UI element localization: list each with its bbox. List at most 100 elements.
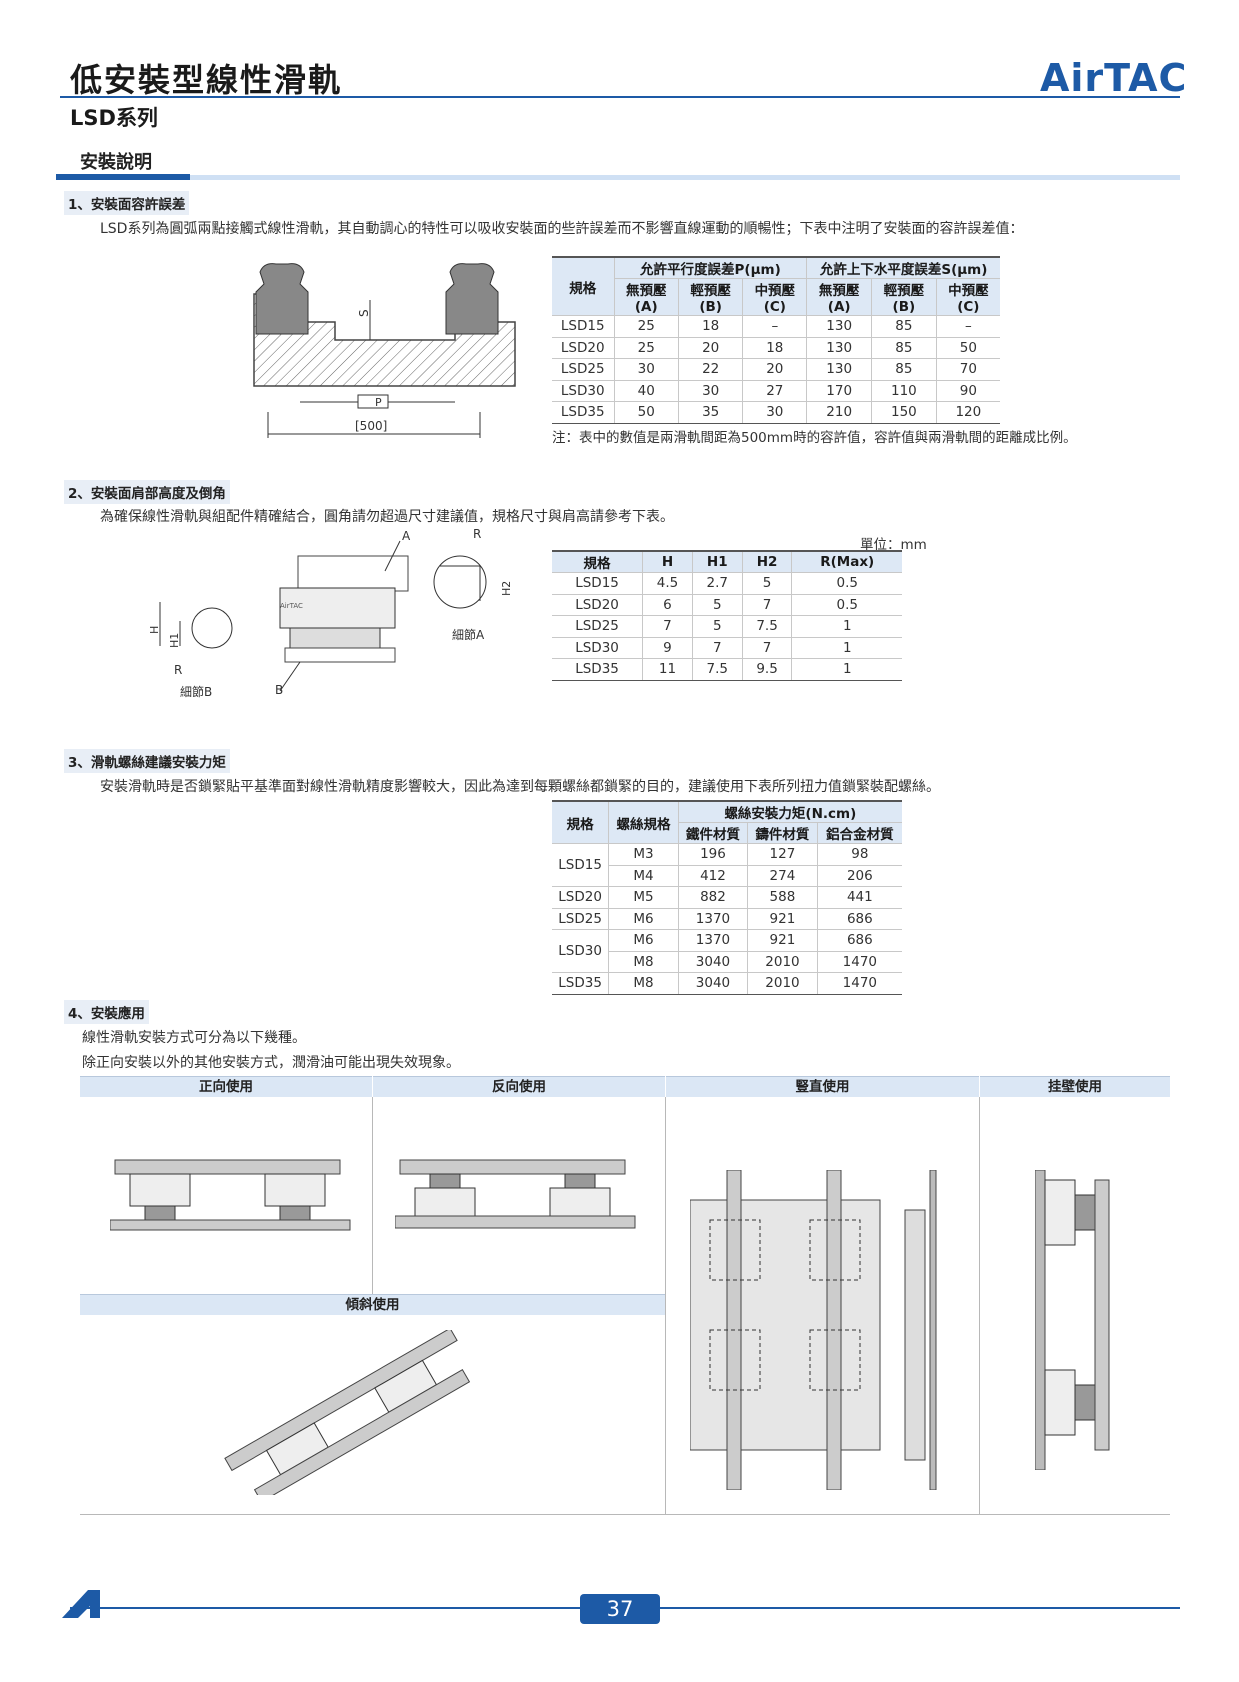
s1-cell: LSD20 xyxy=(552,337,615,359)
s3-cell: 206 xyxy=(817,865,902,887)
col-reverse: 反向使用 xyxy=(373,1076,665,1097)
s1-sub: 中預壓(C) xyxy=(742,278,808,316)
s3-cell: 196 xyxy=(678,843,749,866)
s3-cell: 882 xyxy=(678,886,749,909)
s3-cell: 921 xyxy=(747,929,818,952)
s1-cell: 130 xyxy=(806,315,873,338)
s1-heading: 1、安裝面容許誤差 xyxy=(64,191,190,215)
s1-h-model: 規格 xyxy=(552,256,615,316)
s1-cell: – xyxy=(936,315,1000,338)
s3-sub: 鋁合金材質 xyxy=(817,822,902,844)
svg-text:AirTAC: AirTAC xyxy=(280,602,303,610)
header-rule xyxy=(60,96,1180,98)
s1-cell: 120 xyxy=(936,401,1000,424)
footer-logo-icon xyxy=(62,1590,100,1618)
s1-text: LSD系列為圓弧兩點接觸式線性滑軌，其自動調心的特性可以吸收安裝面的些許誤差而不… xyxy=(100,221,1024,237)
s3-cell: 441 xyxy=(817,886,902,909)
s2-cell: 6 xyxy=(642,594,693,616)
s3-sub: 鐵件材質 xyxy=(678,822,749,844)
s2-cell: 1 xyxy=(791,615,902,638)
s3-cell: 1370 xyxy=(678,929,749,952)
label-r: R xyxy=(473,527,481,541)
s3-cell: 1470 xyxy=(817,951,902,973)
s2-cell: LSD20 xyxy=(552,594,644,616)
s3-cell: M3 xyxy=(608,843,679,866)
s1-cell: 27 xyxy=(742,380,808,402)
s3-cell: 98 xyxy=(817,843,902,866)
s2-cell: 9.5 xyxy=(742,658,793,681)
s4-heading: 4、安裝應用 xyxy=(64,1000,149,1024)
s2-cell: 7.5 xyxy=(692,658,743,681)
s3-cell: M6 xyxy=(608,929,679,952)
brand-logo: AirTAC xyxy=(1040,56,1188,100)
col-wall: 挂壁使用 xyxy=(980,1076,1170,1097)
s1-sub: 中預壓(C) xyxy=(936,278,1000,316)
detail-b-label: 細節B xyxy=(180,684,212,699)
page-title: 低安裝型線性滑軌 xyxy=(70,61,343,99)
s3-cell: LSD15 xyxy=(552,843,610,887)
s3-cell: M5 xyxy=(608,886,679,909)
s2-heading: 2、安裝面肩部高度及倒角 xyxy=(64,480,230,504)
s1-cell: 35 xyxy=(678,401,744,424)
s3-cell: M8 xyxy=(608,951,679,973)
s3-cell: 412 xyxy=(678,865,749,887)
s2-cell: 7 xyxy=(692,637,743,659)
s3-heading: 3、滑軌螺絲建議安裝力矩 xyxy=(64,749,230,773)
s1-h-parallel: 允許平行度誤差P(μm) xyxy=(614,256,808,279)
s2-h: R(Max) xyxy=(791,550,902,573)
s2-h: H2 xyxy=(742,550,793,573)
s3-cell: M8 xyxy=(608,972,679,995)
col-forward: 正向使用 xyxy=(80,1076,372,1097)
series-title: LSD系列 xyxy=(70,106,158,130)
divider xyxy=(80,1514,1170,1515)
s1-cell: 18 xyxy=(678,315,744,338)
wall-mount-illustration xyxy=(1035,1170,1110,1470)
shoulder-height-diagram: AirTAC A B R H2 細節A H H1 R 細節B xyxy=(148,527,513,699)
forward-mount-illustration xyxy=(110,1159,351,1231)
s4-line2: 除正向安裝以外的其他安裝方式，潤滑油可能出現失效現象。 xyxy=(82,1055,460,1071)
s3-cell: LSD20 xyxy=(552,886,610,909)
s1-cell: 25 xyxy=(614,315,679,338)
s2-cell: 9 xyxy=(642,637,693,659)
s4-line1: 線性滑軌安裝方式可分為以下幾種。 xyxy=(82,1030,306,1046)
s1-cell: 85 xyxy=(871,337,937,359)
s2-cell: 0.5 xyxy=(791,594,902,616)
p-dim-label: P xyxy=(375,396,382,409)
s2-cell: 2.7 xyxy=(692,572,743,595)
s2-h: H1 xyxy=(692,550,743,573)
reverse-mount-illustration xyxy=(395,1159,636,1229)
s2-text: 為確保線性滑軌與組配件精確結合，圓角請勿超過尺寸建議值，規格尺寸與肩高請參考下表… xyxy=(100,509,674,525)
s1-cell: 210 xyxy=(806,401,873,424)
s1-cell: 130 xyxy=(806,358,873,381)
s1-cell: 150 xyxy=(871,401,937,424)
s1-h-level: 允許上下水平度誤差S(μm) xyxy=(806,256,1000,279)
s2-cell: LSD25 xyxy=(552,615,644,638)
s1-cell: 85 xyxy=(871,315,937,338)
s1-cell: 110 xyxy=(871,380,937,402)
span-dim-label: [500] xyxy=(355,419,387,433)
s2-cell: 1 xyxy=(791,658,902,681)
s3-cell: 686 xyxy=(817,929,902,952)
s1-cell: 25 xyxy=(614,337,679,359)
s1-cell: 90 xyxy=(936,380,1000,402)
s2-cell: LSD35 xyxy=(552,658,644,681)
label-r-b: R xyxy=(174,663,182,677)
s3-sub: 鑄件材質 xyxy=(747,822,818,844)
s3-cell: 127 xyxy=(747,843,818,866)
s3-cell: 1470 xyxy=(817,972,902,995)
s1-cell: 30 xyxy=(614,358,679,381)
s3-torque-table: 規格 螺絲規格 螺絲安裝力矩(N.cm) 鐵件材質 鑄件材質 鋁合金材質 LSD… xyxy=(552,800,902,995)
s2-cell: LSD30 xyxy=(552,637,644,659)
s1-cell: 170 xyxy=(806,380,873,402)
